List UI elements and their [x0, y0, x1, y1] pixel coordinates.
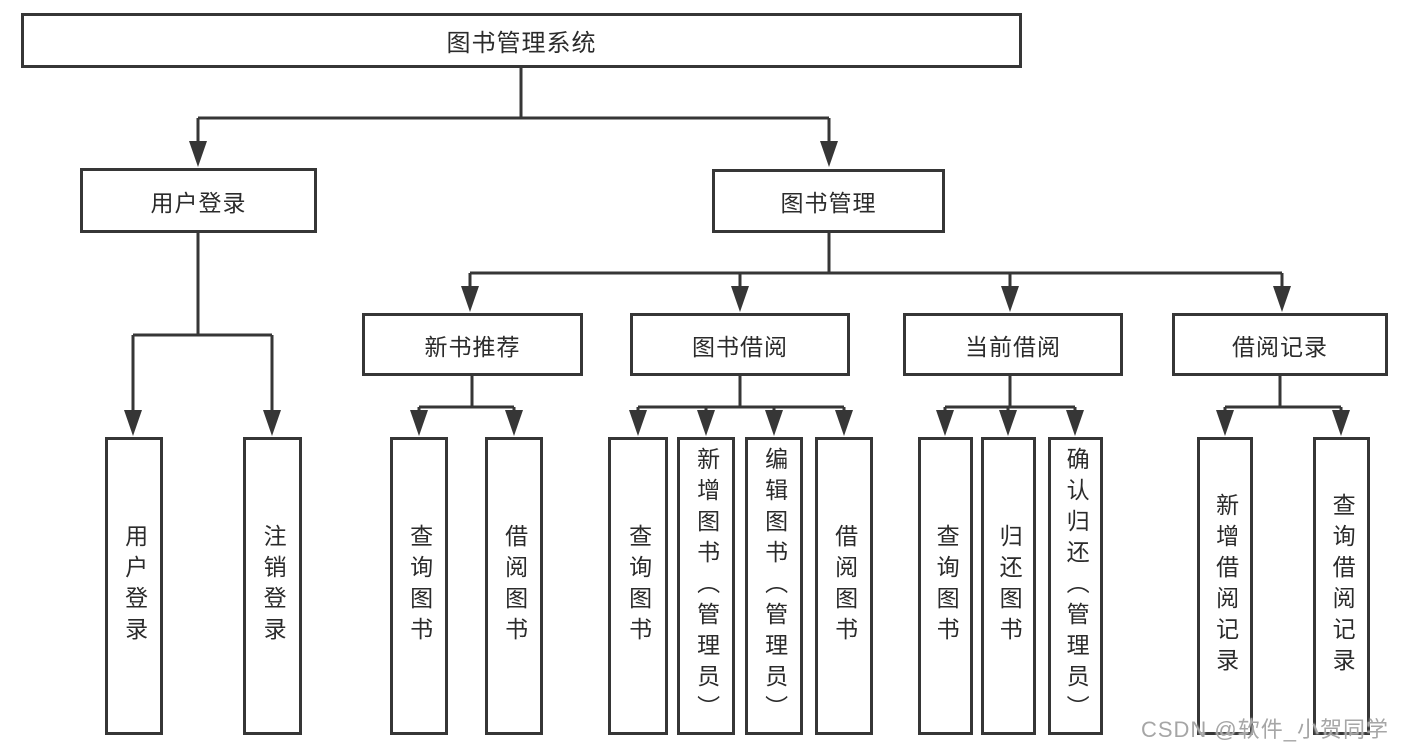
node-book-borrow: 图书借阅: [630, 313, 850, 376]
node-user-login: 用户登录: [80, 168, 317, 233]
node-library-management-system: 图书管理系统: [21, 13, 1022, 68]
node-leaf-user-login: 用户登录: [105, 437, 163, 735]
csdn-watermark: CSDN @软件_小贺同学: [1140, 717, 1389, 742]
node-current-borrow: 当前借阅: [903, 313, 1123, 376]
node-leaf-borrow-books: 借阅图书: [815, 437, 873, 735]
node-leaf-logout: 注销登录: [243, 437, 302, 735]
node-leaf-query-borrow-record: 查询借阅记录: [1313, 437, 1370, 735]
node-leaf-edit-books-admin: 编辑图书（管理员）: [745, 437, 803, 735]
node-leaf-query-books-current: 查询图书: [918, 437, 973, 735]
arrowheads: [124, 141, 1350, 436]
node-leaf-query-books-recommend: 查询图书: [390, 437, 448, 735]
connector-strokes: [131, 68, 1343, 412]
node-borrow-records: 借阅记录: [1172, 313, 1388, 376]
node-leaf-add-borrow-record: 新增借阅记录: [1197, 437, 1253, 735]
node-leaf-confirm-return-admin: 确认归还（管理员）: [1048, 437, 1103, 735]
node-leaf-borrow-books-recommend: 借阅图书: [485, 437, 543, 735]
node-leaf-query-books-borrow: 查询图书: [608, 437, 668, 735]
node-leaf-return-books: 归还图书: [981, 437, 1036, 735]
node-leaf-add-books-admin: 新增图书（管理员）: [677, 437, 735, 735]
node-new-book-recommend: 新书推荐: [362, 313, 583, 376]
node-book-management: 图书管理: [712, 169, 945, 233]
